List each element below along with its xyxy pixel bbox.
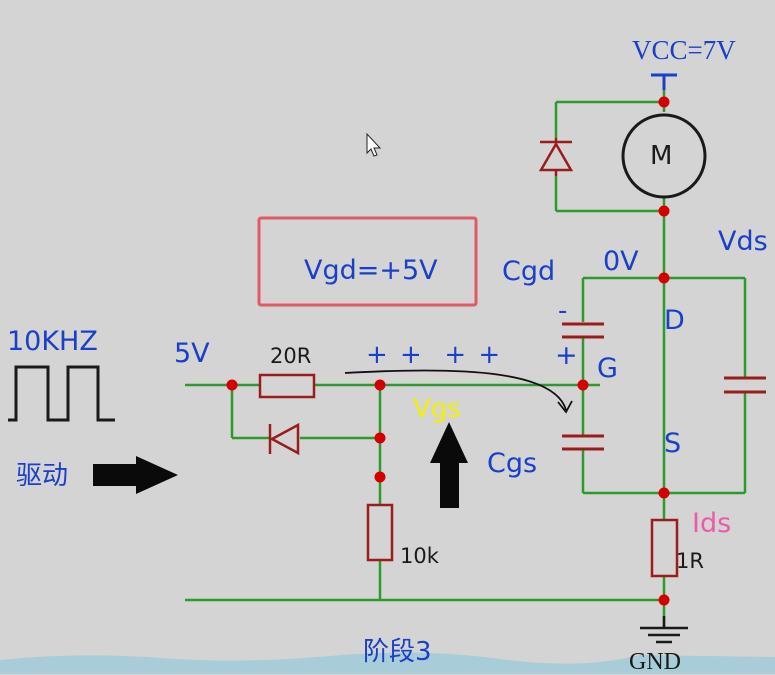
drain-pin-label: D — [664, 305, 685, 336]
bottom-water-strip — [0, 652, 775, 674]
vcc-symbol — [651, 73, 677, 90]
vds-label: Vds — [718, 226, 768, 257]
gate-pin-label: G — [597, 353, 618, 384]
vgs-arrow — [430, 422, 468, 508]
sense-resistor-label: 1R — [676, 549, 704, 573]
drive-voltage-label: 5V — [174, 338, 210, 369]
motor-symbol — [621, 113, 707, 199]
pulldown-resistor — [366, 503, 394, 562]
drive-label: 驱动 — [16, 461, 69, 491]
cgd-label: Cgd — [502, 256, 556, 287]
pulldown-resistor-label: 10k — [400, 544, 439, 568]
frequency-label: 10KHZ — [7, 326, 98, 357]
cgd-minus-sign: - — [558, 296, 568, 326]
motor-label: M — [650, 141, 673, 171]
cgs-capacitor — [562, 434, 604, 451]
junction-nodes — [226, 96, 670, 606]
gate-charge-signs: + + + + — [366, 340, 503, 370]
cgs-plus-sign: + — [555, 340, 578, 371]
ids-label: Ids — [692, 508, 732, 539]
ground-symbol — [640, 616, 688, 644]
cds-capacitor — [724, 376, 766, 394]
vcc-label: VCC=7V — [632, 35, 736, 65]
vgd-label: Vgd=+5V — [304, 255, 438, 286]
cgs-label: Cgs — [487, 448, 538, 479]
vgd-box — [257, 216, 478, 307]
mouse-cursor — [366, 132, 382, 157]
drive-arrow — [93, 456, 178, 494]
gnd-label: GND — [629, 649, 681, 675]
stage-label: 阶段3 — [363, 637, 432, 667]
wires — [185, 80, 747, 628]
sense-resistor — [650, 518, 679, 578]
vgs-label: Vgs — [413, 394, 461, 424]
gate-resistor-label: 20R — [270, 344, 312, 368]
gate-diode — [268, 422, 300, 456]
freewheel-diode — [538, 138, 574, 176]
source-pin-label: S — [664, 428, 682, 459]
cgd-capacitor — [562, 322, 604, 339]
drain-voltage-label: 0V — [603, 246, 639, 277]
charge-flow-arrow — [344, 369, 573, 414]
gate-resistor — [258, 373, 316, 399]
square-wave — [8, 365, 115, 422]
